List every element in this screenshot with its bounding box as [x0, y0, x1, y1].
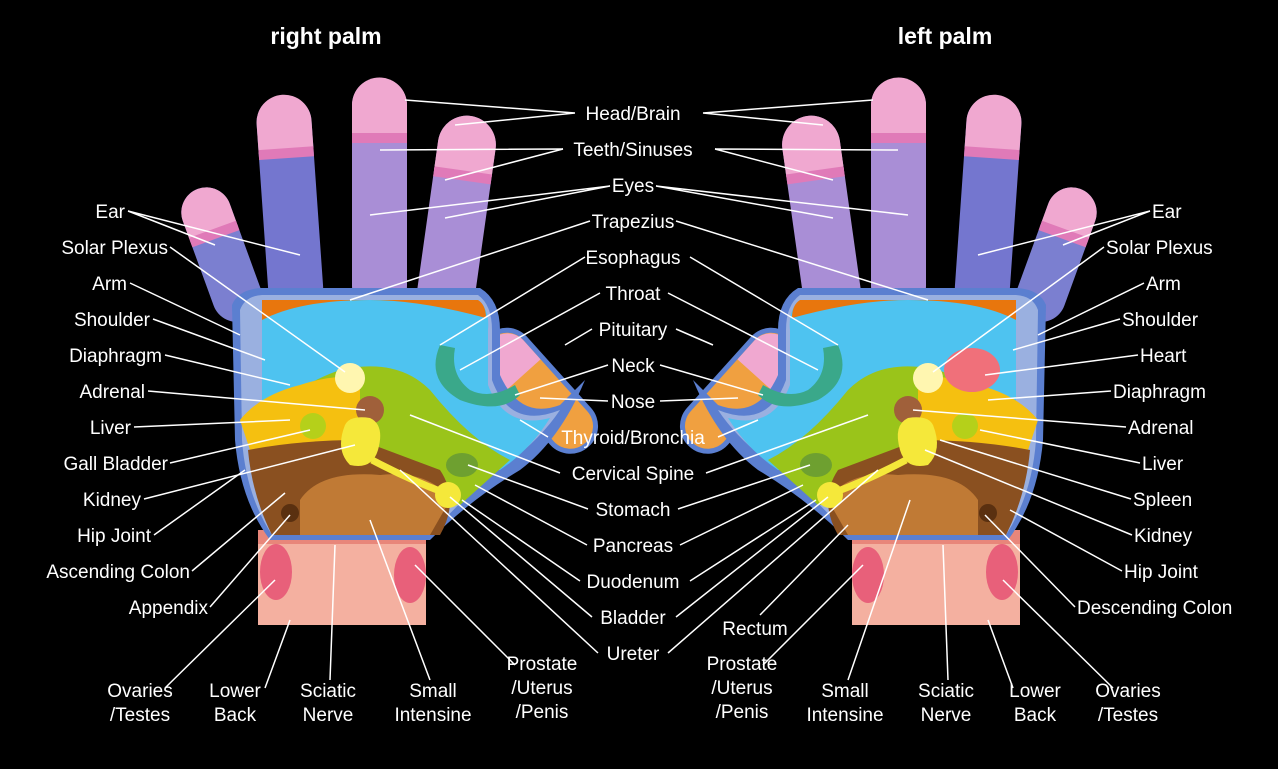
label-prostate: Prostate: [707, 654, 778, 675]
label-liver: Liver: [90, 418, 132, 439]
label-small: Small: [821, 681, 869, 702]
label-heart: Heart: [1140, 346, 1187, 367]
left-palm-illustration: [669, 78, 1104, 626]
label-pancreas: Pancreas: [593, 536, 673, 557]
label-arm: Arm: [92, 274, 127, 295]
heart-zone: [944, 348, 1000, 392]
label-solar-plexus: Solar Plexus: [1106, 238, 1213, 259]
label-spleen: Spleen: [1133, 490, 1192, 511]
right-palm-side-labels: Ear Solar Plexus Arm Shoulder Diaphragm …: [46, 202, 208, 619]
label-diaphragm: Diaphragm: [1113, 382, 1206, 403]
label-uterus: /Uterus: [711, 678, 772, 699]
label-ear: Ear: [95, 202, 125, 223]
label-ascending-colon: Ascending Colon: [46, 562, 190, 583]
label-thyroid-bronchia: Thyroid/Bronchia: [561, 428, 705, 449]
right-palm-bottom-labels: Ovaries /Testes Lower Back Sciatic Nerve…: [107, 654, 577, 726]
label-shoulder: Shoulder: [74, 310, 151, 331]
leader-lines: [127, 99, 1151, 689]
label-lower: Lower: [209, 681, 261, 702]
label-gall-bladder: Gall Bladder: [63, 454, 168, 475]
label-prostate: Prostate: [507, 654, 578, 675]
label-cervical-spine: Cervical Spine: [572, 464, 695, 485]
label-lower: Lower: [1009, 681, 1061, 702]
label-sciatic: Sciatic: [918, 681, 974, 702]
label-penis: /Penis: [516, 702, 569, 723]
label-adrenal: Adrenal: [80, 382, 146, 403]
label-intensine: Intensine: [394, 705, 471, 726]
label-throat: Throat: [606, 284, 662, 305]
label-teeth-sinuses: Teeth/Sinuses: [573, 140, 692, 161]
label-appendix: Appendix: [129, 598, 209, 619]
center-labels: Head/Brain Teeth/Sinuses Eyes Trapezius …: [561, 104, 705, 665]
label-ureter: Ureter: [607, 644, 660, 665]
label-hip-joint: Hip Joint: [1124, 562, 1199, 583]
label-nerve: Nerve: [921, 705, 972, 726]
label-stomach: Stomach: [596, 500, 671, 521]
label-nose: Nose: [611, 392, 655, 413]
label-kidney: Kidney: [83, 490, 142, 511]
label-eyes: Eyes: [612, 176, 654, 197]
label-trapezius: Trapezius: [592, 212, 675, 233]
label-kidney: Kidney: [1134, 526, 1193, 547]
label-small: Small: [409, 681, 457, 702]
label-solar-plexus: Solar Plexus: [61, 238, 168, 259]
label-hip-joint: Hip Joint: [77, 526, 152, 547]
label-penis: /Penis: [716, 702, 769, 723]
label-diaphragm: Diaphragm: [69, 346, 162, 367]
label-adrenal: Adrenal: [1128, 418, 1194, 439]
label-nerve: Nerve: [303, 705, 354, 726]
label-ovaries: Ovaries: [1095, 681, 1160, 702]
label-descending-colon: Descending Colon: [1077, 598, 1232, 619]
label-testes: /Testes: [110, 705, 170, 726]
label-sciatic: Sciatic: [300, 681, 356, 702]
label-shoulder: Shoulder: [1122, 310, 1199, 331]
label-pituitary: Pituitary: [599, 320, 668, 341]
label-ear: Ear: [1152, 202, 1182, 223]
label-head-brain: Head/Brain: [585, 104, 680, 125]
left-palm-side-labels: Ear Solar Plexus Arm Shoulder Heart Diap…: [1077, 202, 1232, 619]
label-liver: Liver: [1142, 454, 1184, 475]
label-arm: Arm: [1146, 274, 1181, 295]
label-back: Back: [1014, 705, 1057, 726]
label-testes: /Testes: [1098, 705, 1158, 726]
label-esophagus: Esophagus: [585, 248, 680, 269]
label-neck: Neck: [611, 356, 655, 377]
label-ovaries: Ovaries: [107, 681, 172, 702]
title-left-palm: left palm: [898, 23, 993, 49]
label-rectum: Rectum: [722, 619, 787, 640]
title-right-palm: right palm: [270, 23, 381, 49]
label-uterus: /Uterus: [511, 678, 572, 699]
label-intensine: Intensine: [806, 705, 883, 726]
label-duodenum: Duodenum: [587, 572, 680, 593]
label-back: Back: [214, 705, 257, 726]
label-bladder: Bladder: [600, 608, 666, 629]
left-palm-bottom-labels: Prostate /Uterus /Penis Small Intensine …: [707, 654, 1161, 726]
